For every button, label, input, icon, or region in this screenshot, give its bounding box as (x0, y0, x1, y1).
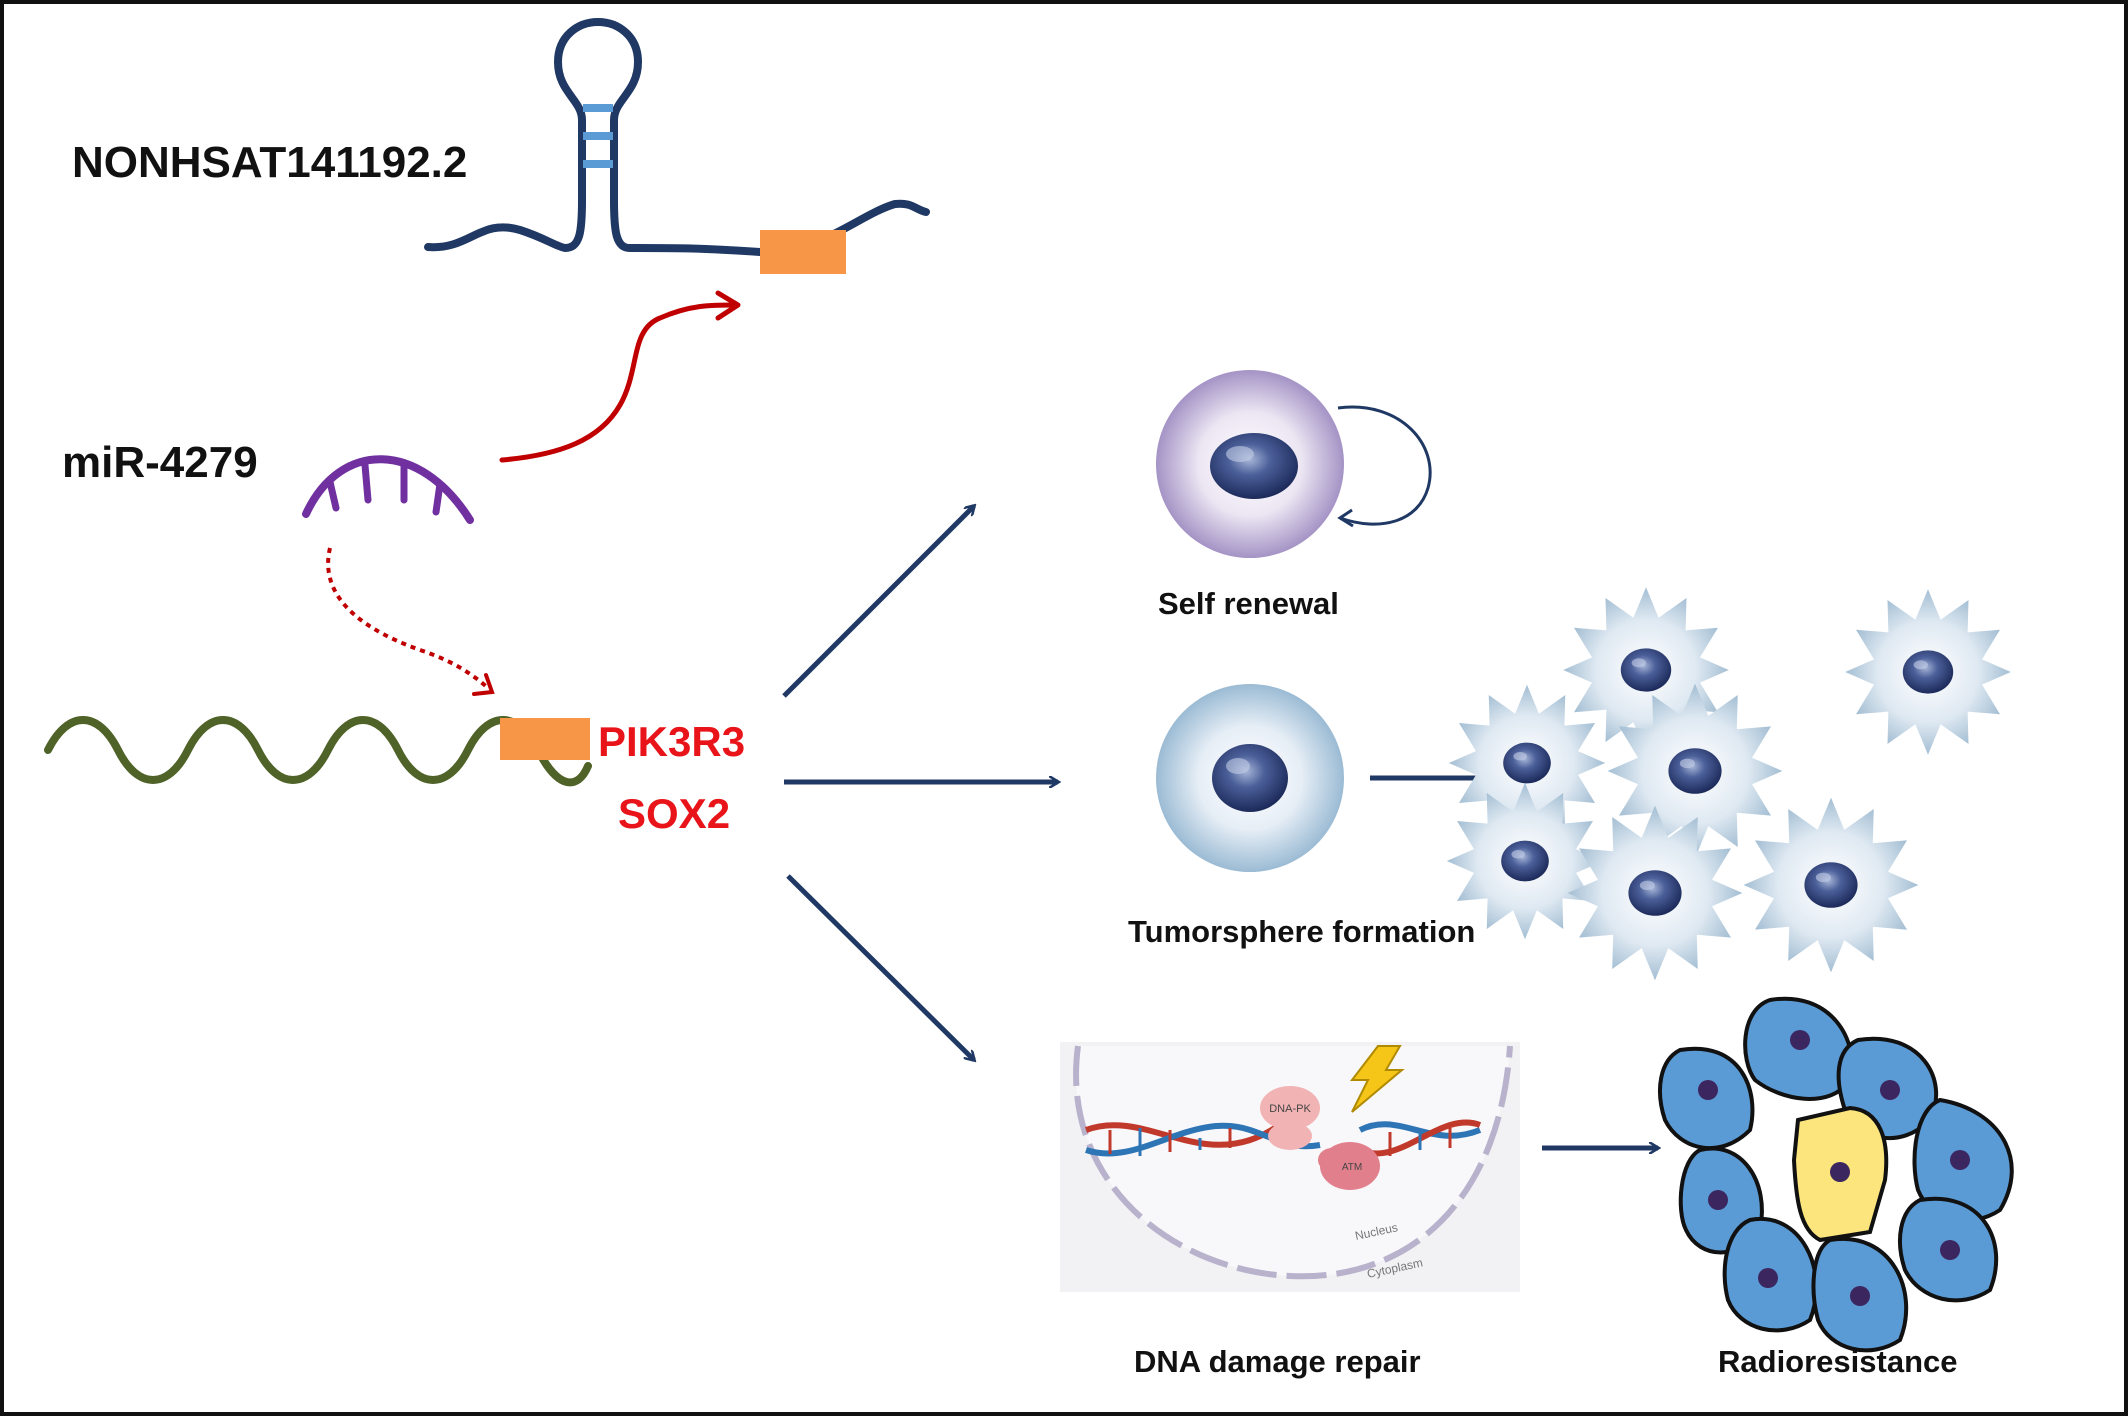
lncrna-label: NONHSAT141192.2 (72, 138, 468, 187)
lightning-icon (1349, 1045, 1405, 1113)
stem-cell-icon (1156, 370, 1432, 558)
self-renewal-label: Self renewal (1158, 586, 1339, 621)
lncrna-binding-site (760, 230, 846, 274)
arrow-to-dna-repair (786, 874, 974, 1060)
spiky-cell-cluster-icon (1446, 587, 2011, 981)
radioresistance-label: Radioresistance (1718, 1344, 1958, 1379)
dna-repair-inset-icon: DNA-PK ATM Nucleus Cytoplasm (1060, 1042, 1520, 1292)
lncrna-hairpin-icon (424, 17, 930, 274)
mrna-wave-icon (44, 716, 592, 787)
gene-sox2-label: SOX2 (618, 790, 731, 837)
mirna-icon (302, 455, 474, 524)
self-renewal-loop-icon (1337, 405, 1432, 526)
gene-pik3r3-label: PIK3R3 (598, 718, 746, 765)
dna-repair-label: DNA damage repair (1134, 1344, 1421, 1379)
mirna-inhibition-arrow (326, 547, 495, 696)
cell-cluster-icon (1658, 996, 2014, 1353)
mrna-binding-site (500, 718, 590, 760)
mirna-binding-arrow (499, 290, 741, 463)
arrow-to-self-renewal (782, 506, 974, 698)
dna-pk-text: DNA-PK (1269, 1103, 1311, 1115)
mirna-label: miR-4279 (62, 438, 258, 487)
tumorsphere-cell-icon (1156, 684, 1344, 872)
tumorsphere-label: Tumorsphere formation (1128, 914, 1476, 949)
atm-text: ATM (1342, 1162, 1362, 1173)
dna-pk-protein (1260, 1086, 1320, 1130)
